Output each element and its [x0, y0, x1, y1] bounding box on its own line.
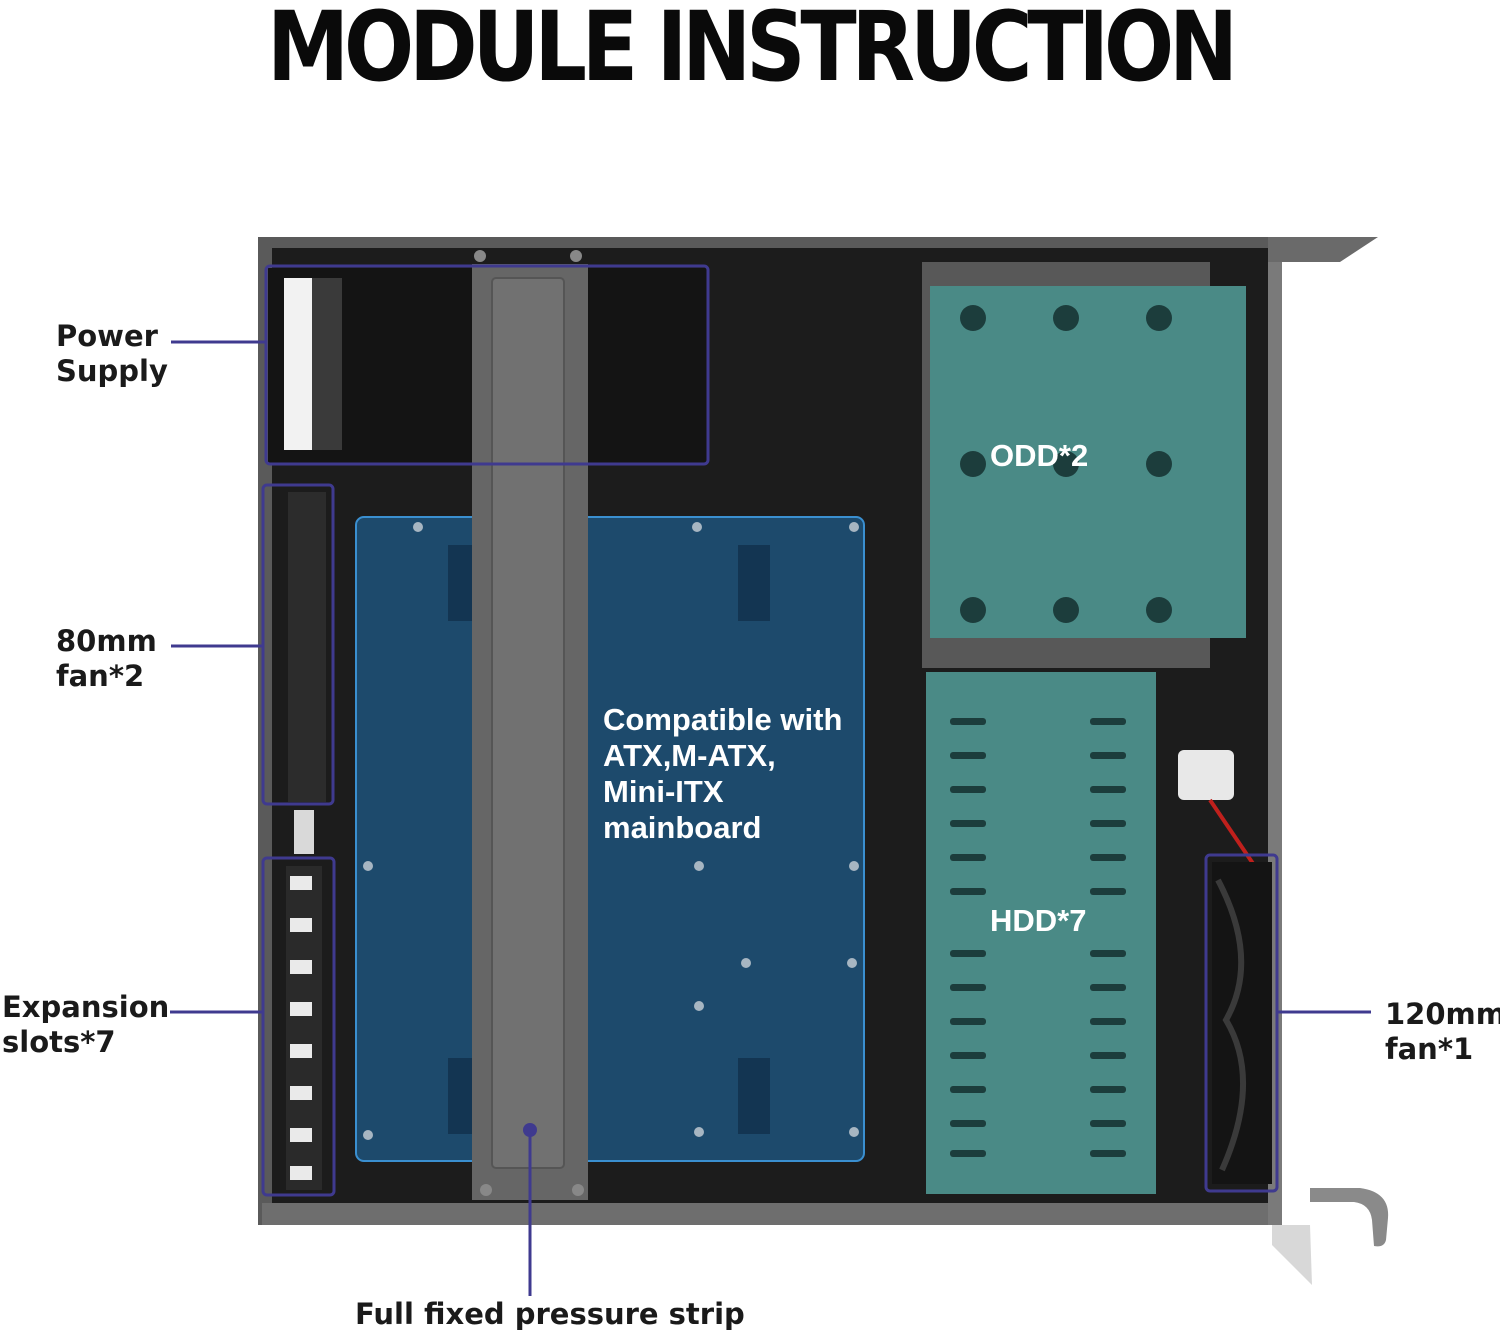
fan-80mm-mount — [288, 492, 326, 802]
expansion-slots-frame — [261, 856, 336, 1197]
drive-connector — [1178, 750, 1234, 800]
pressure-strip-marker — [523, 1123, 537, 1137]
expansion-slots-label: Expansion slots*7 — [2, 990, 170, 1059]
odd-label: ODD*2 — [990, 438, 1089, 473]
chassis-right-rail — [1268, 237, 1378, 1225]
chassis-floor-edge — [262, 1203, 1268, 1225]
fan-120mm — [1212, 862, 1272, 1184]
hdd-cage-slots — [950, 718, 1126, 1157]
rack-handle — [1310, 1188, 1389, 1247]
power-supply-label: Power Supply — [56, 319, 168, 388]
rack-ear — [1272, 1225, 1312, 1285]
page-title: MODULE INSTRUCTION — [267, 0, 1238, 103]
expansion-slot-brackets — [290, 876, 312, 1180]
fan-120mm-frame — [1204, 853, 1279, 1193]
mainboard-label: Compatible with ATX,M-ATX, Mini-ITX main… — [603, 702, 843, 845]
pressure-strip-label: Full fixed pressure strip — [355, 1297, 745, 1331]
fan-120mm-label: 120mm fan*1 — [1385, 997, 1500, 1066]
hdd-label: HDD*7 — [990, 903, 1087, 938]
callout-frames — [261, 264, 1279, 1197]
fan-80mm-label: 80mm fan*2 — [56, 624, 157, 693]
mainboard-standoffs — [363, 522, 859, 1140]
power-supply-frame — [264, 264, 710, 466]
power-supply-opening — [284, 278, 312, 450]
callout-leaders — [170, 340, 1371, 1296]
odd-cage-holes — [960, 305, 1172, 623]
